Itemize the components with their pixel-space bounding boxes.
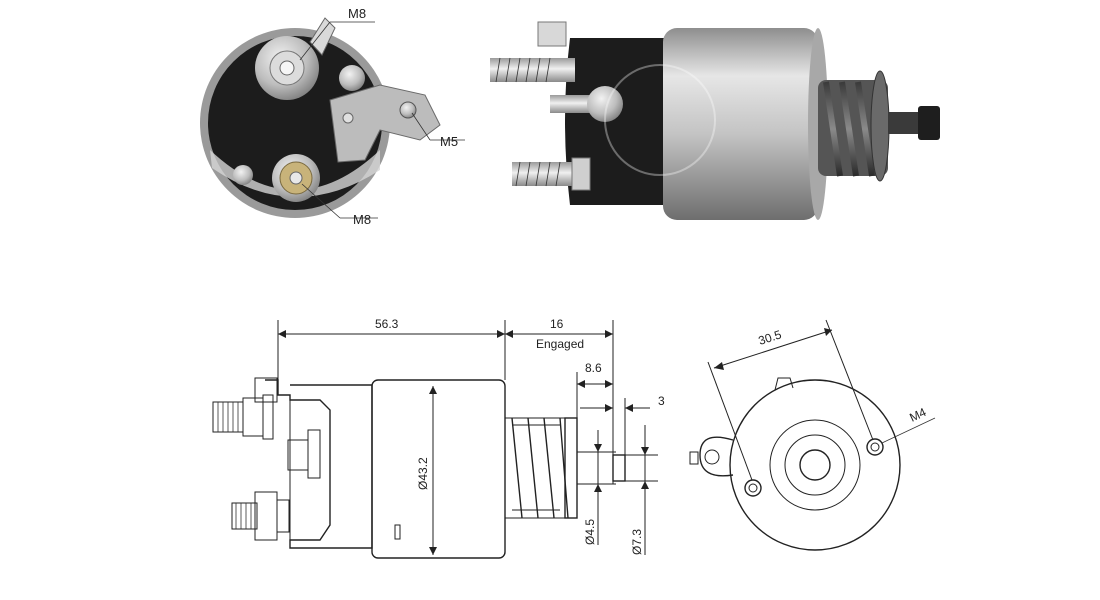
top-washer <box>242 397 264 437</box>
dim-stroke: 16 <box>550 317 564 331</box>
bottom-terminal-knob <box>233 165 253 185</box>
dim-body-diameter: Ø43.2 <box>416 457 430 490</box>
lower-stud-threads <box>515 161 561 187</box>
callout-hole-thread: M4 <box>907 405 928 425</box>
upper-stud-threads <box>495 57 551 83</box>
dim-stroke-note: Engaged <box>536 337 584 351</box>
bottom-thread-stud <box>231 502 258 530</box>
plunger-flange <box>870 70 890 182</box>
plunger-tip-drawing <box>612 454 626 482</box>
mount-hole-left <box>744 479 762 497</box>
lower-stud <box>512 162 577 186</box>
callout-bottom-thread: M8 <box>353 212 371 227</box>
plunger-pin <box>888 112 918 134</box>
housing-outline <box>371 379 506 559</box>
dim-tip-length: 3 <box>658 394 665 408</box>
photo-end-view: M8 M5 M8 <box>200 6 465 227</box>
small-bolt-head <box>339 65 365 91</box>
plunger-pin-drawing <box>576 451 614 485</box>
terminal-block <box>265 379 373 549</box>
dim-hole-spacing: 30.5 <box>757 327 784 348</box>
top-nut <box>254 377 278 403</box>
drawing-end-view: 30.5 M4 <box>689 319 936 551</box>
bottom-nut <box>254 491 278 541</box>
housing-slot <box>394 524 401 540</box>
callout-side-thread: M5 <box>440 134 458 149</box>
end-ring-2 <box>784 434 846 496</box>
end-cap-face <box>208 36 382 210</box>
spring-outline <box>511 417 569 519</box>
top-terminal-tab <box>309 17 336 56</box>
end-ring-1 <box>769 419 861 511</box>
end-terminal-tab <box>699 436 734 477</box>
lower-stud-nut <box>571 157 591 191</box>
photo-side-view <box>490 21 940 220</box>
mount-hole-right <box>866 438 884 456</box>
spring-coils <box>823 81 875 177</box>
end-top-notch <box>774 377 794 391</box>
side-cap <box>565 38 668 205</box>
middle-stud-washer <box>587 86 623 122</box>
dim-tip-diameter: Ø7.3 <box>630 529 644 555</box>
side-screw <box>399 101 417 119</box>
dim-pin-diameter: Ø4.5 <box>583 519 597 545</box>
end-cap-shadow <box>210 150 380 198</box>
mid-nut <box>287 439 309 471</box>
dim-plunger-offset: 8.6 <box>585 361 602 375</box>
dim-overall-length: 56.3 <box>375 317 399 331</box>
bottom-terminal-stud <box>289 171 303 185</box>
top-terminal-stud <box>279 60 295 76</box>
upper-stud <box>490 58 575 82</box>
end-outer-circle <box>729 379 901 551</box>
watermark-logo <box>604 64 716 176</box>
side-housing <box>663 28 818 220</box>
callout-top-thread: M8 <box>348 6 366 21</box>
side-screw-small <box>342 112 354 124</box>
plunger-tip <box>918 106 940 140</box>
drawing-side-view: Ø43.2 56.3 16 Engaged 8.6 3 Ø4.5 <box>212 317 665 559</box>
end-center-bore <box>799 449 831 481</box>
upper-stud-nut <box>537 21 567 47</box>
